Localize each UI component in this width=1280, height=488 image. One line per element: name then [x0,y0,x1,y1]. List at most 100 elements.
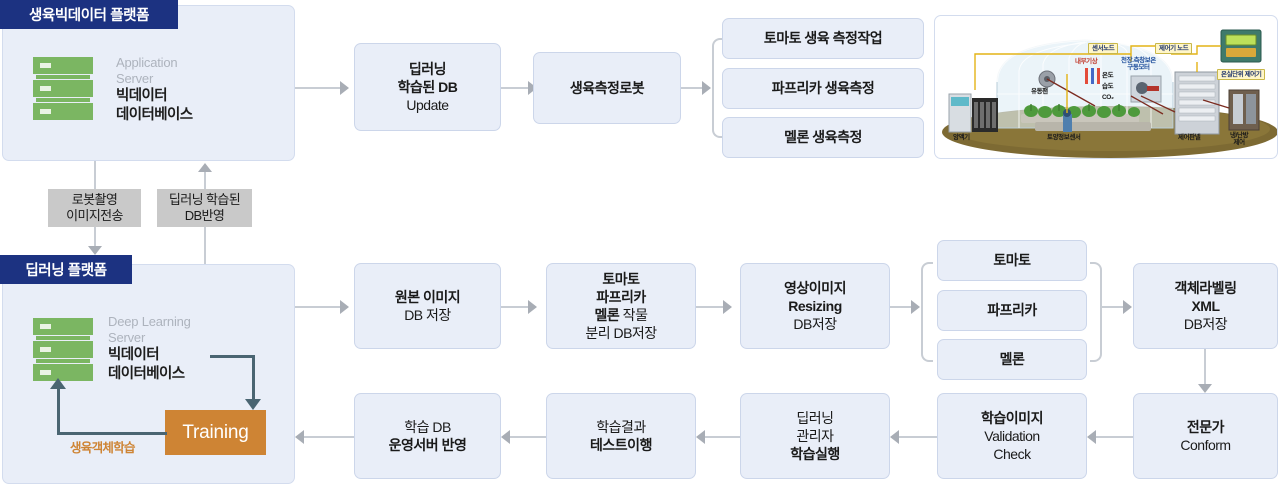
box-deeplearning-db-update[interactable]: 딥러닝 학습된 DB Update [354,43,501,131]
box-training-db-deploy-to-ops-server[interactable]: 학습 DB 운영서버 반영 [354,393,501,479]
gh-text-nutrient-machine: 양액기 [953,134,970,141]
connector-split-to-resizing [696,306,724,308]
box-runtraining-line1: 딥러닝 [796,409,834,426]
box-validation-line2: Validation [984,427,1040,444]
box-crop-tomato[interactable]: 토마토 [937,240,1087,281]
box-original-line1: 원본 이미지 [394,288,461,305]
gh-label-controller-node: 제어기 노드 [1155,43,1193,55]
arrow-robot-to-branch [702,81,711,95]
box-db-update-line2: 학습된 DB [397,78,458,95]
box-crop-melon[interactable]: 멜론 [937,339,1087,380]
box-tomato-growth-measurement-task[interactable]: 토마토 생육 측정작업 [722,18,924,59]
box-image-resizing-db-save[interactable]: 영상이미지 Resizing DB저장 [740,263,890,349]
box-original-line2: DB 저장 [404,307,451,323]
connector-db-to-training-v2 [252,355,255,399]
box-db-update-line3: Update [406,97,449,114]
panel-title-growth-bigdata-platform: 생육빅데이터 플랫폼 [0,0,178,29]
growth-server-role: Application Server [116,55,178,86]
box-original-image-db-save[interactable]: 원본 이미지 DB 저장 [354,263,501,349]
box-split-line3: 멜론 [594,307,620,323]
gh-label-sensor-node: 센서노드 [1088,43,1119,55]
connector-resizing-to-crops [890,306,912,308]
box-split-line4: 분리 DB저장 [585,325,657,342]
gh-text-temperature: 온도 [1102,72,1114,79]
box-validation-line3: Check [993,446,1031,463]
dl-server-name: 빅데이터 데이터베이스 [108,347,185,382]
box-deploy-line2: 운영서버 반영 [388,437,467,453]
box-crop-0-label: 토마토 [993,252,1031,269]
box-robot-line1: 생육측정로봇 [569,79,645,96]
box-resizing-line2: Resizing [788,297,842,314]
box-training-result-test[interactable]: 학습결과 테스트이행 [546,393,696,479]
gh-text-hvac-control: 냉/난방 제어 [1230,132,1249,147]
arrow-growth-to-dbupdate [340,81,349,95]
box-expert-line1: 전문가 [1186,418,1225,435]
arrow-validation-to-runtraining [890,430,899,444]
box-runtraining-line3: 학습실행 [790,446,840,463]
gh-text-soil-sensor: 토양정보센서 [1047,134,1081,141]
gh-label-greenhouse-controller: 온실단위 제어기 [1217,69,1266,81]
box-expert-conform[interactable]: 전문가 Conform [1133,393,1278,479]
arrow-dbupdate-to-robot [528,81,537,95]
training-box[interactable]: Training [165,410,266,455]
box-labeling-line1: 객체라벨링 [1174,279,1237,296]
box-deploy-line1: 학습 DB [404,418,451,435]
loop-label-growth-object-learning: 생육객체학습 [70,441,136,455]
server-rack-icon-deeplearning [33,318,93,382]
box-crop-paprika[interactable]: 파프리카 [937,290,1087,331]
connector-training-loop-arrow [50,378,66,389]
arrow-expert-to-validation [1087,430,1096,444]
arrow-test-to-deploy [501,430,510,444]
box-labeling-line2: XML [1191,297,1220,314]
connector-dlpanel-to-original [295,306,340,308]
box-object-labeling-xml[interactable]: 객체라벨링 XML DB저장 [1133,263,1278,349]
tag-db-reflect: 딥러닝 학습된 DB반영 [157,189,252,227]
box-training-image-validation-check[interactable]: 학습이미지 Validation Check [937,393,1087,479]
arrow-resizing-to-crops [911,300,920,314]
box-crop-1-label: 파프리카 [987,302,1037,319]
greenhouse-illustration-svg [942,29,1277,158]
box-crop-split-db-save[interactable]: 토마토 파프리카 멜론 작물 분리 DB저장 [546,263,696,349]
connector-test-to-deploy [510,436,546,438]
box-split-line2: 파프리카 [596,288,646,305]
box-expert-line2: Conform [1180,437,1231,453]
server-rack-icon-growth [33,57,93,121]
connector-expert-to-validation [1096,436,1133,438]
box-split-line1: 토마토 [602,270,640,287]
arrow-split-to-resizing [723,300,732,314]
box-resizing-line1: 영상이미지 [784,279,846,296]
arrow-labeling-to-expert [1198,384,1212,393]
panel-title-deep-learning-platform: 딥러닝 플랫폼 [0,255,132,284]
arrow-original-to-split [528,300,537,314]
dl-server-role: Deep Learning Server [108,314,191,345]
box-deeplearning-manager-run-training[interactable]: 딥러닝 관리자 학습실행 [740,393,890,479]
bracket-top-fanout [712,38,724,138]
box-labeling-line3: DB저장 [1183,316,1228,333]
box-split-line3b: 작물 [619,307,648,323]
box-melon-growth-measurement[interactable]: 멜론 생육측정 [722,117,924,158]
box-resizing-line3: DB저장 [793,316,837,333]
gh-text-circulation-fan: 유동팬 [1031,88,1048,95]
bracket-crops-fanout [921,262,933,362]
greenhouse-sensor-diagram: 센서노드 제어기 노드 온실단위 제어기 내부기상 천장.측창보온 구동모터 온… [934,15,1278,159]
box-db-update-line1: 딥러닝 [408,60,447,77]
connector-original-to-split [501,306,529,308]
box-test-line2: 테스트이행 [590,437,652,453]
box-test-line1: 학습결과 [596,418,646,435]
box-branch-0-label: 토마토 생육 측정작업 [763,30,883,47]
gh-text-internal-weather: 내부기상 [1075,58,1098,65]
arrow-runtraining-to-test [696,430,705,444]
box-crop-2-label: 멜론 [999,351,1025,368]
connector-deploy-to-dlpanel [304,436,354,438]
arrow-deploy-to-dlpanel [295,430,304,444]
box-growth-measuring-robot[interactable]: 생육측정로봇 [533,52,681,124]
gh-text-control-panel: 제어판넬 [1178,134,1201,141]
bracket-crops-fanin [1090,262,1102,362]
connector-growth-to-dbupdate [295,87,340,89]
box-runtraining-line2: 관리자 [796,427,834,444]
connector-validation-to-runtraining [899,436,937,438]
box-paprika-growth-measurement[interactable]: 파프리카 생육측정 [722,68,924,109]
connector-robot-to-branch [681,87,703,89]
connector-robot-capture-arrow [88,246,102,255]
